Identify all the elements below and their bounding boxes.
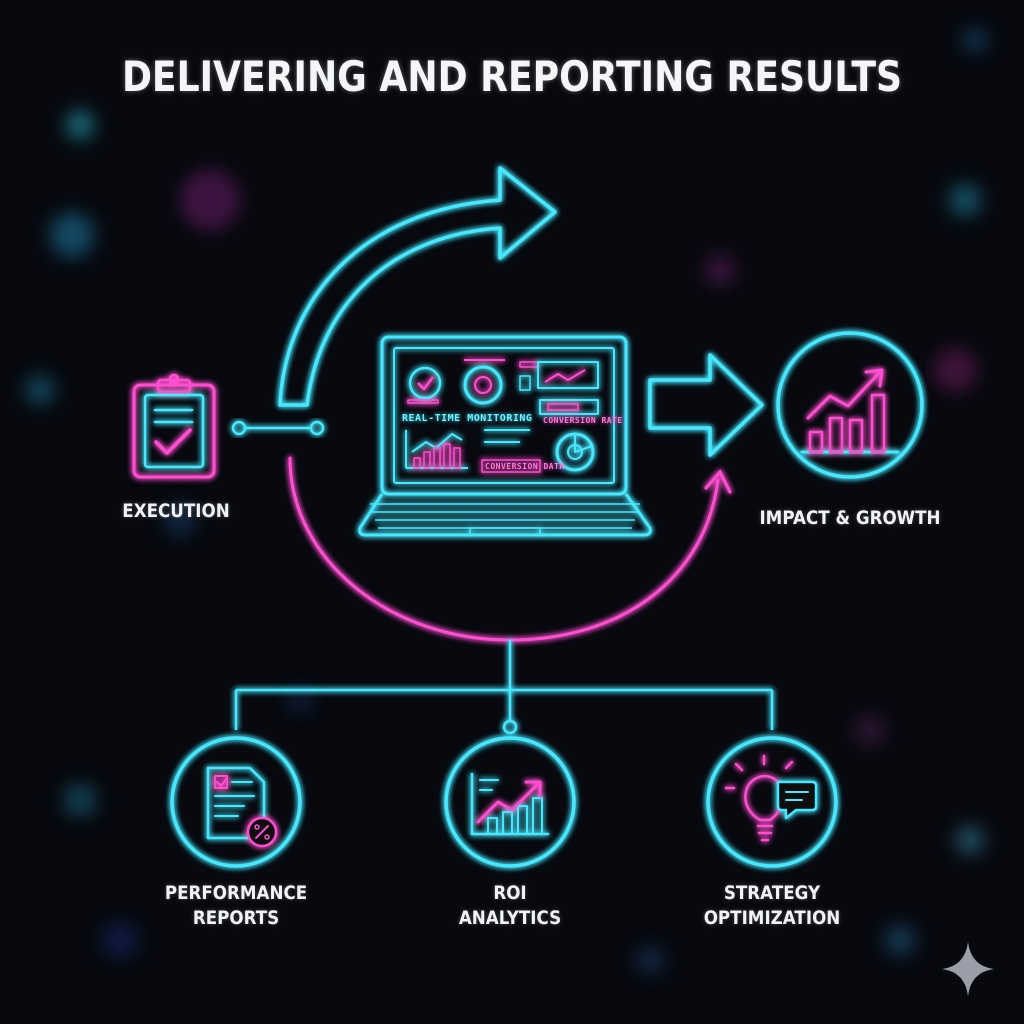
label-execution: EXECUTION [122,500,230,522]
laptop-dashboard-icon [358,335,652,537]
lightbulb-chat-icon [706,736,838,868]
label-strategy-optimization: STRATEGY OPTIMIZATION [703,882,841,929]
cycle-arrow-top [278,166,557,407]
roi-chart-icon [444,736,576,868]
growth-chart-icon [776,331,924,479]
arrow-to-impact [648,353,764,457]
clipboard-check-icon [132,373,216,479]
label-roi-analytics: ROI ANALYTICS [458,882,562,929]
screen-data-text: CONVERSION DATA [485,462,565,471]
tree-connectors [234,640,774,735]
sparkle-icon [942,942,994,996]
label-impact-growth: IMPACT & GROWTH [759,507,941,529]
cycle-arrow-bottom [288,456,732,642]
screen-conversion-text: CONVERSION RATE [543,416,623,425]
connector-execution [231,420,325,436]
screen-monitoring-text: REAL-TIME MONITORING [402,413,533,424]
label-performance-reports: PERFORMANCE REPORTS [164,882,308,929]
page-title: DELIVERING AND REPORTING RESULTS [121,52,903,101]
report-percent-icon [170,736,302,868]
